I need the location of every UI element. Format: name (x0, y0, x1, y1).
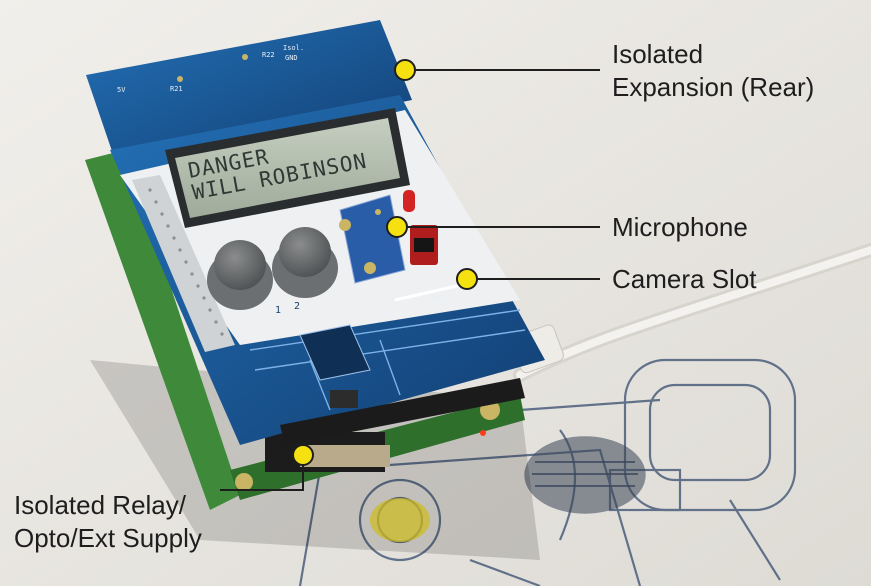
raspberry-pi-board (85, 150, 240, 510)
callout-relay-line2: Opto/Ext Supply (14, 523, 202, 553)
pi-led (480, 430, 486, 436)
lcd-screen (175, 118, 400, 218)
robot-speaker-grille (524, 436, 646, 514)
rear-expansion-board (86, 20, 412, 160)
silk-gnd: GND (285, 54, 298, 62)
callout-relay: Isolated Relay/ Opto/Ext Supply (14, 489, 202, 555)
red-led (403, 190, 415, 212)
marker-relay (292, 444, 314, 466)
callout-relay-line1: Isolated Relay/ (14, 490, 186, 520)
callout-mic: Microphone (612, 211, 748, 244)
callout-rear: Isolated Expansion (Rear) (612, 38, 814, 104)
silk-isol: Isol. (283, 44, 304, 52)
relay-traces (249, 309, 526, 411)
relay-terminals (280, 378, 525, 445)
knob-2[interactable] (272, 227, 338, 298)
callout-line-relay (220, 455, 304, 491)
relay-chip (330, 390, 358, 408)
callout-cam: Camera Slot (612, 263, 757, 296)
marker-cam (456, 268, 478, 290)
gpio-header (132, 175, 235, 352)
robot-yellow-spot (370, 498, 430, 542)
silk-r21: R21 (170, 85, 183, 93)
callout-rear-line1: Isolated (612, 39, 704, 69)
marker-rear (394, 59, 416, 81)
callout-mic-line1: Microphone (612, 212, 748, 242)
microphone-board (339, 194, 406, 284)
knob-label-1: 1 (275, 305, 281, 316)
silk-r22: R22 (262, 51, 275, 59)
callout-cam-line1: Camera Slot (612, 264, 757, 294)
robot-drawing (298, 358, 797, 586)
knob-1[interactable] (207, 240, 273, 310)
camera-slot (394, 281, 471, 302)
silk-5v: 5V (117, 86, 126, 94)
knob-label-2: 2 (294, 301, 300, 312)
marker-mic (386, 216, 408, 238)
callout-rear-line2: Expansion (Rear) (612, 72, 815, 102)
silk-in1: IN1 (430, 294, 443, 302)
